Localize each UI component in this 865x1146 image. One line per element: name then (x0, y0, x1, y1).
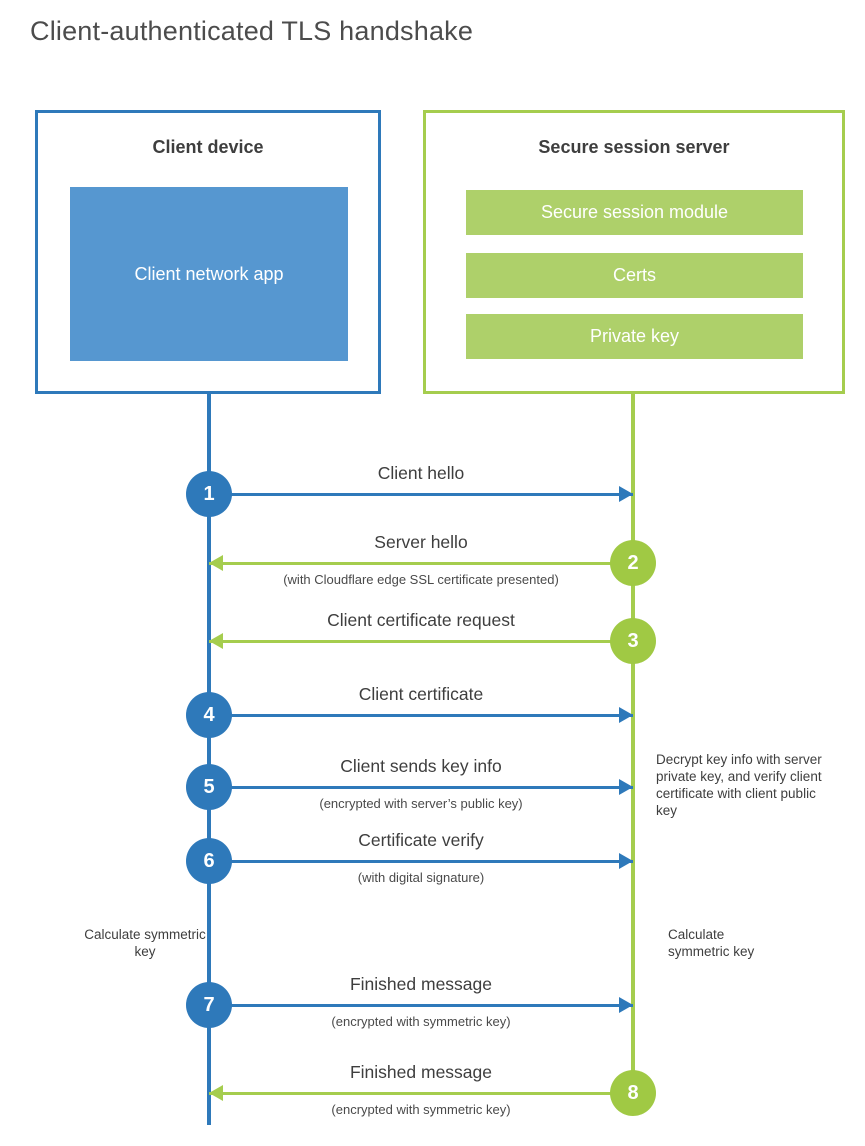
step-5-arrowhead-icon (619, 779, 633, 795)
secure-session-server-title: Secure session server (538, 137, 730, 157)
step-5-arrow (209, 786, 633, 789)
step-6-sublabel: (with digital signature) (357, 870, 485, 885)
step-5-circle: 5 (186, 764, 232, 810)
page-title: Client-authenticated TLS handshake (30, 16, 474, 46)
step-2-arrowhead-icon (209, 555, 223, 571)
step-6-arrowhead-icon (619, 853, 633, 869)
step-4-label: Client certificate (358, 684, 484, 704)
client-device-title: Client device (152, 137, 264, 157)
client-lifeline (207, 391, 211, 1125)
server-lifeline (631, 391, 635, 1093)
step-4-arrow (209, 714, 633, 717)
step-2-circle: 2 (610, 540, 656, 586)
step-2-label: Server hello (374, 532, 468, 552)
step-7-label: Finished message (349, 974, 493, 994)
step-7-arrowhead-icon (619, 997, 633, 1013)
step-5-sublabel: (encrypted with server’s public key) (319, 796, 523, 811)
step-5-label: Client sends key info (340, 756, 502, 776)
step-2-arrow (209, 562, 633, 565)
step-3-arrow (209, 640, 633, 643)
step-8-sublabel: (encrypted with symmetric key) (331, 1102, 511, 1117)
certs-bar: Certs (466, 253, 803, 298)
step-1-circle: 1 (186, 471, 232, 517)
step-3-label: Client certificate request (327, 610, 515, 630)
step-4-circle: 4 (186, 692, 232, 738)
step-2-sublabel: (with Cloudflare edge SSL certificate pr… (283, 572, 559, 587)
step-4-arrowhead-icon (619, 707, 633, 723)
note-calculate-symmetric-key-server: Calculate symmetric key (668, 927, 755, 959)
step-8-arrowhead-icon (209, 1085, 223, 1101)
step-3-circle: 3 (610, 618, 656, 664)
step-1-arrow (209, 493, 633, 496)
step-1-arrowhead-icon (619, 486, 633, 502)
secure-session-module-bar: Secure session module (466, 190, 803, 235)
step-8-label: Finished message (349, 1062, 493, 1082)
note-decrypt-key-info: Decrypt key info with server private key… (656, 752, 822, 818)
note-calculate-symmetric-key-client: Calculate symmetric key (84, 927, 206, 959)
step-7-circle: 7 (186, 982, 232, 1028)
step-8-arrow (209, 1092, 633, 1095)
step-7-sublabel: (encrypted with symmetric key) (331, 1014, 511, 1029)
step-1-label: Client hello (377, 463, 465, 483)
step-3-arrowhead-icon (209, 633, 223, 649)
step-6-circle: 6 (186, 838, 232, 884)
step-6-label: Certificate verify (358, 830, 484, 850)
step-6-arrow (209, 860, 633, 863)
step-7-arrow (209, 1004, 633, 1007)
step-8-circle: 8 (610, 1070, 656, 1116)
client-network-app-label: Client network app (134, 264, 284, 284)
private-key-bar: Private key (466, 314, 803, 359)
client-network-app-box: Client network app (70, 187, 348, 361)
